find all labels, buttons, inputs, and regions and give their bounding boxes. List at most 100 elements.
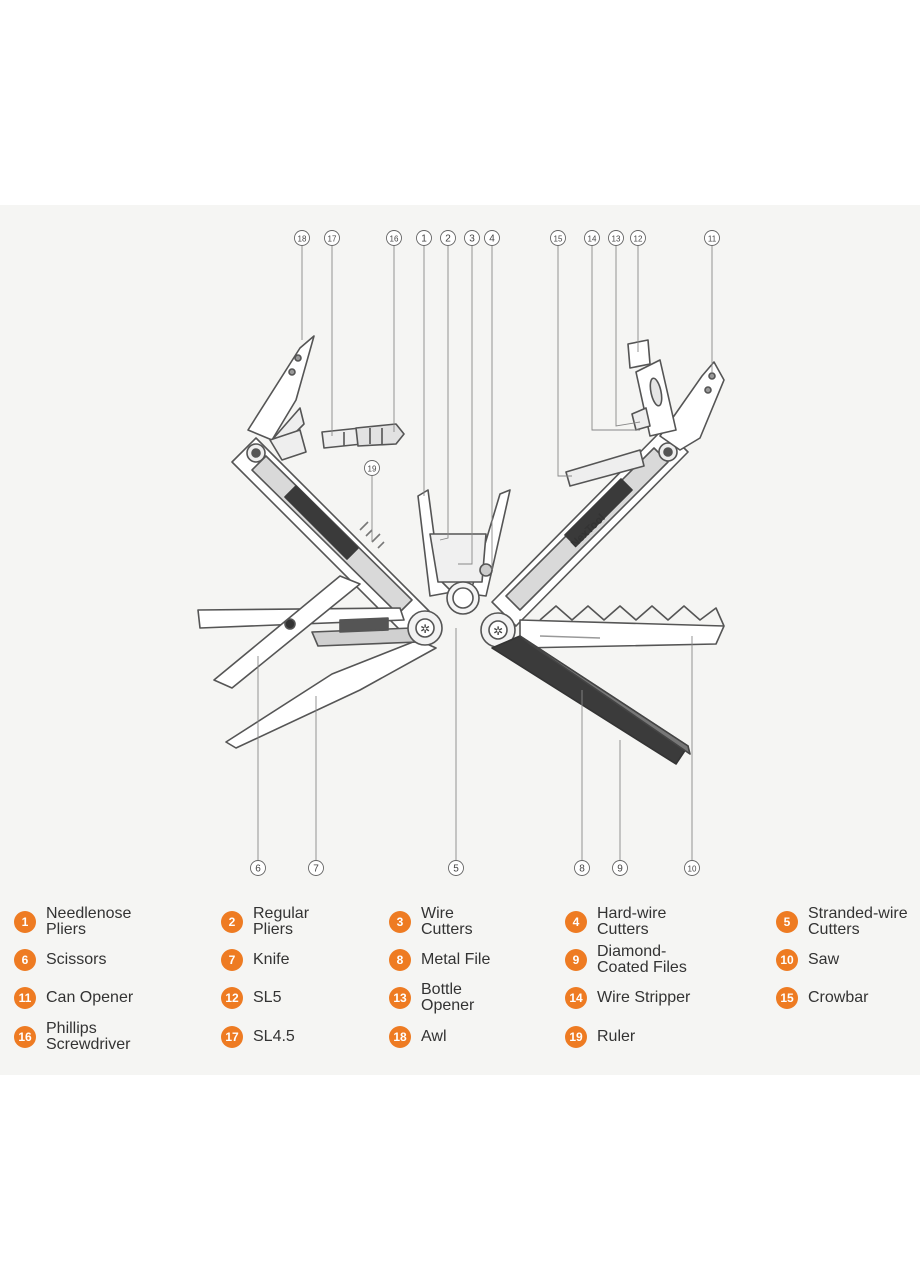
ruler-marks xyxy=(359,521,385,549)
callout-marker-number: 10 xyxy=(688,865,697,874)
legend-label: SL5 xyxy=(253,989,282,1006)
callout-marker-circle xyxy=(550,230,566,246)
callout-marker-18: 18 xyxy=(294,230,310,246)
callout-marker-number: 11 xyxy=(708,235,717,244)
callout-marker-9: 9 xyxy=(612,860,628,876)
crowbar xyxy=(565,449,645,487)
legend-label: Ruler xyxy=(597,1028,636,1045)
leader-lines xyxy=(257,246,713,860)
callout-marker-number: 8 xyxy=(579,864,585,875)
legend-label: Knife xyxy=(253,951,290,968)
legend-item: 18 Awl xyxy=(389,1026,447,1048)
callout-marker-4: 4 xyxy=(484,230,500,246)
sl5-tab xyxy=(627,339,651,369)
legend-number-badge: 19 xyxy=(565,1026,587,1048)
callout-marker-circle xyxy=(484,230,500,246)
scissors xyxy=(197,575,405,689)
callout-marker-number: 9 xyxy=(617,864,623,875)
legend-label: Needlenose Pliers xyxy=(46,905,132,938)
legend-item: 7 Knife xyxy=(221,949,289,971)
right-handle xyxy=(491,427,689,627)
legend-item: 11 Can Opener xyxy=(14,987,133,1009)
legend-number-badge: 6 xyxy=(14,949,36,971)
callout-marker-7: 7 xyxy=(308,860,324,876)
callout-marker-19: 19 xyxy=(364,460,380,476)
legend-label: Awl xyxy=(421,1028,447,1045)
callout-marker-number: 13 xyxy=(612,235,621,244)
legend-item: 5 Stranded-wire Cutters xyxy=(776,906,908,938)
legend-item: 8 Metal File xyxy=(389,949,490,971)
callout-marker-circle xyxy=(364,460,380,476)
callout-marker-circle xyxy=(386,230,402,246)
legend-label: Wire Stripper xyxy=(597,989,691,1006)
legend-label: Regular Pliers xyxy=(253,905,310,938)
callout-marker-number: 1 xyxy=(421,234,427,245)
legend-label: Metal File xyxy=(421,951,491,968)
callout-marker-15: 15 xyxy=(550,230,566,246)
callout-marker-circle xyxy=(608,230,624,246)
callout-marker-number: 16 xyxy=(390,235,399,244)
legend-label: Stranded-wire Cutters xyxy=(808,905,908,938)
callout-marker-2: 2 xyxy=(440,230,456,246)
callout-marker-circle xyxy=(308,860,324,876)
legend-label: SL4.5 xyxy=(253,1028,295,1045)
legend-number-badge: 8 xyxy=(389,949,411,971)
callout-marker-3: 3 xyxy=(464,230,480,246)
legend-label: Scissors xyxy=(46,951,107,968)
legend-number-badge: 7 xyxy=(221,949,243,971)
callout-marker-number: 12 xyxy=(634,235,643,244)
svg-text:✲: ✲ xyxy=(420,622,430,636)
legend-number-badge: 18 xyxy=(389,1026,411,1048)
callout-marker-11: 11 xyxy=(704,230,720,246)
callout-marker-circle xyxy=(574,860,590,876)
callout-marker-circle xyxy=(684,860,700,876)
saw xyxy=(519,605,725,649)
callout-marker-13: 13 xyxy=(608,230,624,246)
callout-marker-circle xyxy=(630,230,646,246)
legend-number-badge: 10 xyxy=(776,949,798,971)
bit-holder-tab xyxy=(269,429,307,461)
legend-item: 6 Scissors xyxy=(14,949,106,971)
callout-marker-number: 3 xyxy=(469,234,475,245)
callout-marker-number: 18 xyxy=(298,235,307,244)
legend-number-badge: 5 xyxy=(776,911,798,933)
callout-marker-16: 16 xyxy=(386,230,402,246)
svg-text:✲: ✲ xyxy=(493,624,503,638)
legend-number-badge: 11 xyxy=(14,987,36,1009)
legend-label: Diamond- Coated Files xyxy=(597,943,687,976)
callout-marker-circle xyxy=(294,230,310,246)
callout-marker-number: 4 xyxy=(489,234,495,245)
callout-marker-number: 2 xyxy=(445,234,451,245)
callout-marker-number: 7 xyxy=(313,864,319,875)
legend-number-badge: 16 xyxy=(14,1026,36,1048)
callout-marker-5: 5 xyxy=(448,860,464,876)
callout-marker-number: 5 xyxy=(453,864,459,875)
callout-marker-circle xyxy=(416,230,432,246)
callout-marker-number: 14 xyxy=(588,235,597,244)
callout-marker-circle xyxy=(704,230,720,246)
legend-number-badge: 9 xyxy=(565,949,587,971)
callout-marker-number: 17 xyxy=(328,235,337,244)
diagram-panel: ✲ ✲ xyxy=(0,205,920,1075)
callout-marker-circle xyxy=(324,230,340,246)
callout-marker-17: 17 xyxy=(324,230,340,246)
legend-item: 19 Ruler xyxy=(565,1026,635,1048)
legend-label: Can Opener xyxy=(46,989,134,1006)
callout-marker-circle xyxy=(464,230,480,246)
legend-item: 16 Phillips Screwdriver xyxy=(14,1021,130,1053)
legend-number-badge: 14 xyxy=(565,987,587,1009)
callout-marker-10: 10 xyxy=(684,860,700,876)
callout-marker-circle xyxy=(448,860,464,876)
legend-label: Phillips Screwdriver xyxy=(46,1020,131,1053)
legend-label: Bottle Opener xyxy=(421,981,475,1014)
callout-marker-circle xyxy=(584,230,600,246)
callout-marker-number: 19 xyxy=(368,465,377,474)
callout-marker-circle xyxy=(250,860,266,876)
